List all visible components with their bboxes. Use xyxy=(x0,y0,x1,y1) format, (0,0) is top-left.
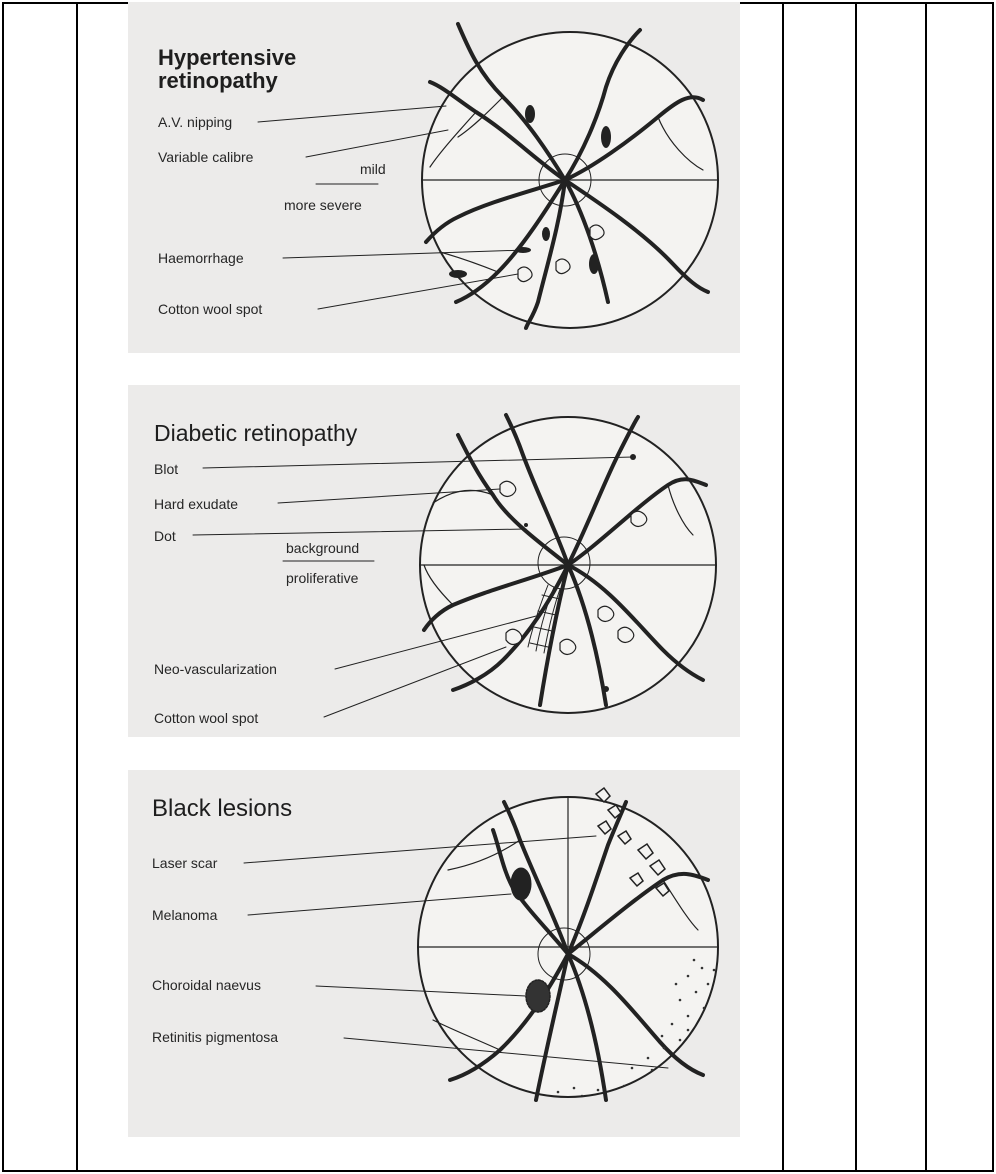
column-divider xyxy=(782,2,784,1172)
column-divider xyxy=(76,2,78,1172)
label-haemorrhage: Haemorrhage xyxy=(158,251,244,265)
panel-title: Diabetic retinopathy xyxy=(154,421,357,445)
choroidal-naevus-lesion xyxy=(526,980,550,1012)
label-background: background xyxy=(286,541,359,555)
melanoma-lesion xyxy=(511,868,531,900)
label-proliferative: proliferative xyxy=(286,571,358,585)
column-divider xyxy=(855,2,857,1172)
label-neo-vascularization: Neo-vascularization xyxy=(154,662,277,676)
label-av-nipping: A.V. nipping xyxy=(158,115,232,129)
label-retinitis-pigmentosa: Retinitis pigmentosa xyxy=(152,1030,278,1044)
hypertensive-retinopathy-panel: Hypertensive retinopathy A.V. nipping Va… xyxy=(128,2,740,353)
column-divider xyxy=(925,2,927,1172)
label-laser-scar: Laser scar xyxy=(152,856,217,870)
panel-title: Black lesions xyxy=(152,796,292,821)
label-hard-exudate: Hard exudate xyxy=(154,497,238,511)
label-dot: Dot xyxy=(154,529,176,543)
label-melanoma: Melanoma xyxy=(152,908,217,922)
black-lesions-panel: Black lesions Laser scar Melanoma Choroi… xyxy=(128,770,740,1137)
label-choroidal-naevus: Choroidal naevus xyxy=(152,978,261,992)
label-cotton-wool-spot: Cotton wool spot xyxy=(154,711,258,725)
label-more-severe: more severe xyxy=(284,198,362,212)
panel-title: Hypertensive retinopathy xyxy=(158,46,296,92)
label-cotton-wool-spot: Cotton wool spot xyxy=(158,302,262,316)
diabetic-retinopathy-panel: Diabetic retinopathy Blot Hard exudate D… xyxy=(128,385,740,737)
black-lesions-fundus-diagram xyxy=(128,770,740,1137)
label-blot: Blot xyxy=(154,462,178,476)
label-mild: mild xyxy=(360,162,386,176)
label-variable-calibre: Variable calibre xyxy=(158,150,253,164)
